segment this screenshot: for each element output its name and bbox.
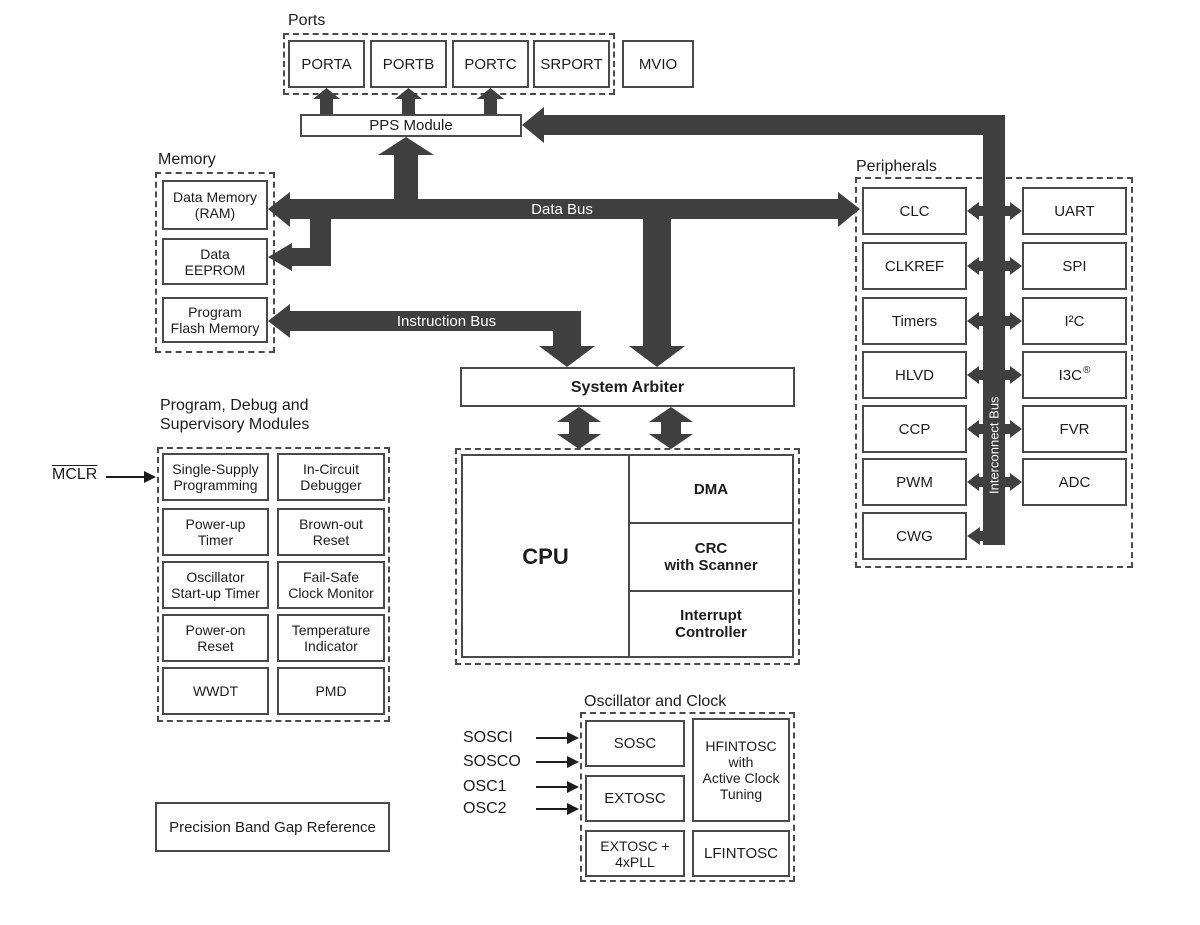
arrow-into-eeprom-icon: [268, 243, 292, 271]
box-srport: SRPORT: [533, 40, 610, 88]
box-i2c: I²C: [1022, 297, 1127, 345]
memory-section-outline: [155, 172, 275, 353]
mclr-arrowhead-icon: [144, 471, 156, 483]
instruction-bus-drop: [553, 311, 581, 347]
interconnect-bus-bar: [983, 115, 1005, 545]
box-temperature-indicator: Temperature Indicator: [277, 614, 385, 662]
arrow-data-into-arbiter-icon: [629, 346, 685, 367]
arrow-into-ram-icon: [268, 192, 290, 227]
box-hfintosc: HFINTOSC with Active Clock Tuning: [692, 718, 790, 822]
instruction-bus-label: Instruction Bus: [396, 313, 497, 330]
sosco-arrowhead-icon: [567, 756, 579, 768]
box-clkref: CLKREF: [862, 242, 967, 290]
osc1-pin-label: OSC1: [463, 778, 507, 795]
instruction-bus-bar: [286, 311, 562, 331]
osc2-arrowhead-icon: [567, 803, 579, 815]
box-system-arbiter: System Arbiter: [460, 367, 795, 407]
box-power-on-reset: Power-on Reset: [162, 614, 269, 662]
debug-section-outline: [157, 447, 390, 722]
memory-section-title: Memory: [158, 151, 216, 168]
box-wwdt: WWDT: [162, 667, 269, 715]
box-data-memory-ram: Data Memory (RAM): [162, 180, 268, 230]
interconnect-bus-label: Interconnect Bus: [986, 396, 1002, 494]
box-adc: ADC: [1022, 458, 1127, 506]
eeprom-branch-horiz: [292, 248, 331, 266]
box-extosc: EXTOSC: [585, 775, 685, 822]
peripherals-section-title: Peripherals: [856, 158, 937, 175]
box-in-circuit-debugger: In-Circuit Debugger: [277, 453, 385, 501]
arrow-into-clc-icon: [838, 192, 860, 227]
box-lfintosc: LFINTOSC: [692, 830, 790, 877]
arrow-into-flash-icon: [268, 304, 290, 338]
box-spi: SPI: [1022, 242, 1127, 290]
osc1-arrowhead-icon: [567, 781, 579, 793]
arbiter-cpu-arrow2-up-icon: [649, 407, 693, 422]
box-pmd: PMD: [277, 667, 385, 715]
box-cpu: CPU: [461, 454, 630, 658]
arrow-into-cwg-icon: [967, 527, 980, 545]
box-porta: PORTA: [288, 40, 365, 88]
arrow-instr-into-arbiter-icon: [539, 346, 595, 367]
debug-section-title: Program, Debug and Supervisory Modules: [160, 397, 310, 433]
data-bus-drop: [643, 219, 671, 347]
peripheral-row-arrows: [967, 202, 1022, 491]
box-fvr: FVR: [1022, 405, 1127, 453]
box-pps-module: PPS Module: [300, 114, 522, 137]
osc2-pin-label: OSC2: [463, 800, 507, 817]
box-clc: CLC: [862, 187, 967, 235]
box-sosc: SOSC: [585, 720, 685, 767]
box-i3c: I3C®: [1022, 351, 1127, 399]
arbiter-cpu-arrow2-down-icon: [649, 434, 693, 449]
box-mvio: MVIO: [622, 40, 694, 88]
sosco-pin-label: SOSCO: [463, 753, 521, 770]
box-dma: DMA: [628, 454, 794, 524]
sosci-arrowhead-icon: [567, 732, 579, 744]
box-timers: Timers: [862, 297, 967, 345]
i3c-registered-mark: ®: [1082, 364, 1091, 376]
thin-signal-arrows: [106, 471, 579, 815]
oscillator-section-outline: [580, 712, 795, 882]
box-extosc-4xpll: EXTOSC + 4xPLL: [585, 830, 685, 877]
cpu-section-outline: [455, 448, 800, 665]
box-pwm: PWM: [862, 458, 967, 506]
arbiter-cpu-arrow-down-icon: [557, 434, 601, 449]
box-single-supply-programming: Single-Supply Programming: [162, 453, 269, 501]
i3c-label: I3C: [1058, 366, 1082, 384]
box-portb: PORTB: [370, 40, 447, 88]
box-hlvd: HLVD: [862, 351, 967, 399]
arrow-into-pps-icon: [522, 107, 544, 143]
arbiter-cpu-arrow-up-icon: [557, 407, 601, 422]
box-data-eeprom: Data EEPROM: [162, 238, 268, 285]
pps-stem: [394, 153, 418, 199]
box-portc: PORTC: [452, 40, 529, 88]
data-bus-label: Data Bus: [531, 201, 593, 218]
ports-section-outline: [283, 33, 615, 95]
box-interrupt-controller: Interrupt Controller: [628, 590, 794, 658]
oscillator-section-title: Oscillator and Clock: [584, 693, 727, 710]
mclr-pin-label: MCLR: [52, 466, 98, 483]
box-program-flash-memory: Program Flash Memory: [162, 297, 268, 343]
ports-section-title: Ports: [288, 12, 326, 29]
box-oscillator-start-up-timer: Oscillator Start-up Timer: [162, 561, 269, 609]
sosci-pin-label: SOSCI: [463, 729, 513, 746]
arrow-up-pps-icon: [378, 137, 434, 155]
pps-return-bus: [540, 115, 1005, 135]
box-fail-safe-clock-monitor: Fail-Safe Clock Monitor: [277, 561, 385, 609]
box-precision-band-gap-reference: Precision Band Gap Reference: [155, 802, 390, 852]
box-brown-out-reset: Brown-out Reset: [277, 508, 385, 556]
data-bus-bar: [286, 199, 840, 219]
pps-to-port-arrows: [313, 88, 504, 115]
box-uart: UART: [1022, 187, 1127, 235]
box-cwg: CWG: [862, 512, 967, 560]
box-power-up-timer: Power-up Timer: [162, 508, 269, 556]
box-crc-with-scanner: CRC with Scanner: [628, 522, 794, 592]
box-ccp: CCP: [862, 405, 967, 453]
thick-buses: [268, 88, 1022, 545]
